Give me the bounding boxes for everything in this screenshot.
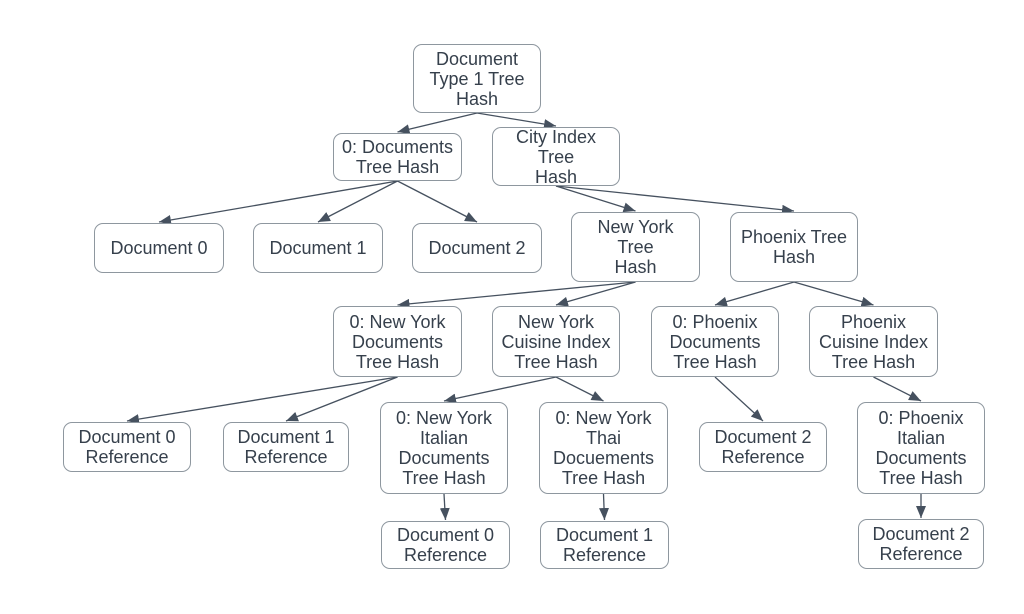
node-ref1b: Document 1 Reference [540, 521, 669, 569]
node-ny: New York Tree Hash [571, 212, 700, 282]
node-label: 0: Phoenix Italian Documents Tree Hash [875, 408, 967, 488]
node-label: New York Tree Hash [597, 217, 674, 277]
edge-city-index-to-phx [555, 185, 795, 215]
node-ny-italian: 0: New York Italian Documents Tree Hash [380, 402, 508, 494]
node-label: Document 1 Reference [237, 427, 335, 467]
node-label: Phoenix Tree Hash [740, 227, 848, 267]
node-label: City Index Tree Hash [515, 126, 597, 187]
node-label: Document 0 Reference [396, 525, 495, 565]
node-label: 0: Phoenix Documents Tree Hash [669, 311, 761, 372]
edge-ny-cuisine-to-ny-italian [443, 376, 557, 404]
edge-docs-index-to-doc1 [317, 180, 398, 223]
node-label: Document Type 1 Tree Hash [429, 48, 525, 109]
edge-docs-index-to-doc2 [397, 180, 478, 223]
edge-phx-docs-to-ref2a [714, 376, 764, 422]
node-doc1: Document 1 [253, 223, 383, 273]
node-label: 0: Documents Tree Hash [341, 137, 454, 177]
edge-ny-docs-to-ref0a [126, 376, 398, 425]
node-phx-italian: 0: Phoenix Italian Documents Tree Hash [857, 402, 985, 494]
node-ny-thai: 0: New York Thai Docuements Tree Hash [539, 402, 668, 494]
edge-phx-cuisine-to-phx-italian [873, 376, 922, 402]
node-ref0a: Document 0 Reference [63, 422, 191, 472]
edge-city-index-to-ny [555, 185, 636, 213]
node-ny-cuisine: New York Cuisine Index Tree Hash [492, 306, 620, 377]
edge-ny-to-ny-cuisine [555, 281, 636, 307]
node-label: 0: New York Documents Tree Hash [349, 311, 446, 372]
edge-ny-thai-to-ref1b [599, 493, 610, 521]
edge-phx-to-phx-cuisine [793, 281, 874, 307]
edge-phx-to-phx-docs [714, 281, 795, 307]
node-root: Document Type 1 Tree Hash [413, 44, 541, 113]
node-ref2b: Document 2 Reference [858, 519, 984, 569]
edge-ny-to-ny-docs [397, 281, 636, 309]
node-label: New York Cuisine Index Tree Hash [501, 311, 611, 372]
node-doc0: Document 0 [94, 223, 224, 273]
node-doc2: Document 2 [412, 223, 542, 273]
node-label: Document 0 Reference [78, 427, 176, 467]
node-label: Document 0 [110, 238, 208, 258]
node-label: 0: New York Italian Documents Tree Hash [395, 408, 493, 488]
edge-root-to-docs-index [397, 112, 478, 135]
edge-root-to-city-index [476, 112, 557, 129]
node-city-index: City Index Tree Hash [492, 126, 620, 187]
node-label: 0: New York Thai Docuements Tree Hash [552, 408, 655, 488]
node-label: Document 2 Reference [872, 524, 970, 564]
node-label: Document 2 Reference [714, 427, 812, 467]
node-phx-cuisine: Phoenix Cuisine Index Tree Hash [809, 306, 938, 377]
edge-ny-italian-to-ref0b [439, 493, 450, 521]
edge-ny-cuisine-to-ny-thai [555, 376, 604, 402]
node-label: Phoenix Cuisine Index Tree Hash [818, 311, 929, 372]
node-ref0b: Document 0 Reference [381, 521, 510, 569]
node-ref1a: Document 1 Reference [223, 422, 349, 472]
node-label: Document 2 [428, 238, 526, 258]
node-docs-index: 0: Documents Tree Hash [333, 133, 462, 181]
edge-docs-index-to-doc0 [158, 180, 398, 225]
node-label: Document 1 [269, 238, 367, 258]
node-label: Document 1 Reference [555, 525, 654, 565]
node-ny-docs: 0: New York Documents Tree Hash [333, 306, 462, 377]
node-phx: Phoenix Tree Hash [730, 212, 858, 282]
node-ref2a: Document 2 Reference [699, 422, 827, 472]
node-phx-docs: 0: Phoenix Documents Tree Hash [651, 306, 779, 377]
